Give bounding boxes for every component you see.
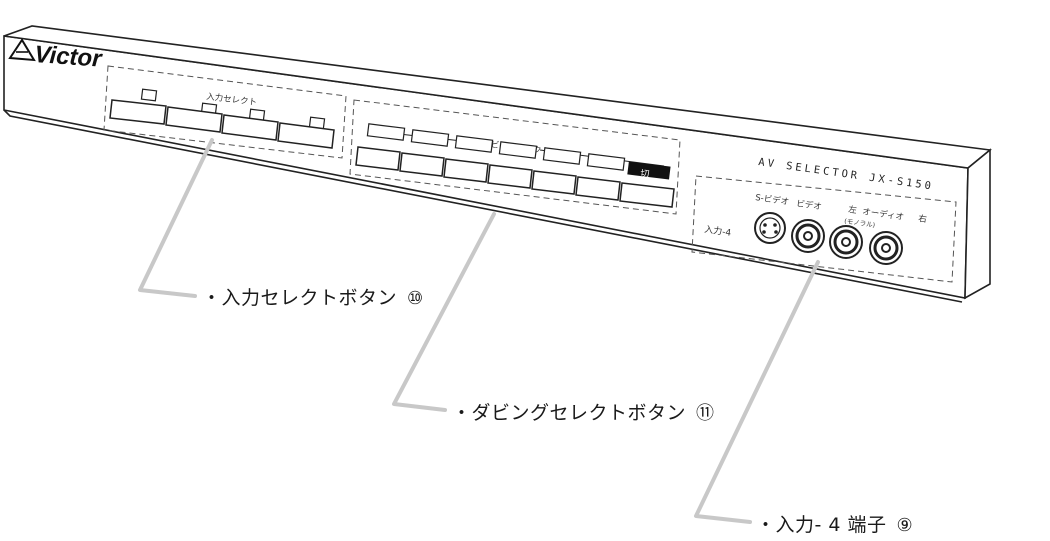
dubbing-indicators [366, 123, 626, 171]
callout-input-4: ・入力- 4 端子 ⑨ [756, 510, 913, 537]
dubbing-select-button-5[interactable] [531, 170, 577, 195]
audio-right-label: 右 [918, 213, 928, 225]
dubbing-select-button-2[interactable] [399, 152, 445, 177]
input-4-frame [691, 175, 957, 283]
leader-input-4 [694, 260, 820, 524]
dubbing-select-group: ダビングセレクト 切 [349, 99, 681, 215]
dubbing-select-button-1[interactable] [355, 146, 401, 171]
audio-left-jack[interactable] [829, 225, 863, 259]
input-select-buttons [109, 99, 335, 149]
callout-input-4-number: ⑨ [896, 515, 914, 536]
leader-dubbing-select [392, 212, 496, 412]
callout-input-4-text: ・入力- 4 端子 [756, 514, 887, 536]
dubbing-select-buttons [355, 146, 675, 208]
dubbing-select-button-off[interactable] [619, 182, 675, 208]
video-label: ビデオ [796, 198, 823, 212]
audio-right-jack[interactable] [869, 231, 903, 265]
input-select-button-4[interactable] [277, 122, 335, 149]
input-indicator-1 [140, 88, 158, 102]
victor-logo: Victor [8, 38, 105, 73]
callout-input-select-text: ・入力セレクトボタン [202, 287, 398, 309]
logo-mark-icon [8, 38, 36, 62]
video-jack[interactable] [791, 219, 825, 253]
callout-dubbing-select: ・ダビングセレクトボタン ⑪ [452, 398, 715, 425]
side-panel [964, 148, 991, 300]
s-video-label: S-ビデオ [755, 192, 790, 208]
callout-dubbing-select-text: ・ダビングセレクトボタン [452, 402, 687, 424]
input-select-frame [103, 65, 347, 159]
svg-text:切: 切 [640, 168, 650, 180]
input-4-label: 入力-4 [704, 223, 733, 239]
audio-left-label: 左 [848, 204, 858, 216]
input-select-button-2[interactable] [165, 106, 223, 133]
s-video-jack[interactable] [754, 212, 786, 244]
leader-input-select [138, 138, 214, 298]
input-select-button-1[interactable] [109, 99, 167, 125]
input-select-group: 入力セレクト [103, 65, 347, 159]
dubbing-select-button-4[interactable] [487, 164, 533, 189]
bottom-edge [3, 109, 963, 303]
brand-text: Victor [34, 41, 105, 73]
leader-lines [138, 138, 820, 524]
callout-dubbing-select-number: ⑪ [696, 403, 715, 424]
dubbing-select-button-3[interactable] [443, 158, 489, 183]
input-select-button-3[interactable] [221, 114, 279, 141]
dubbing-select-button-6[interactable] [575, 176, 621, 201]
callout-input-select-number: ⑩ [407, 288, 424, 309]
callout-input-select: ・入力セレクトボタン ⑩ [202, 283, 424, 310]
dubbing-select-frame [349, 99, 681, 215]
dubbing-off-badge: 切 [627, 161, 671, 180]
